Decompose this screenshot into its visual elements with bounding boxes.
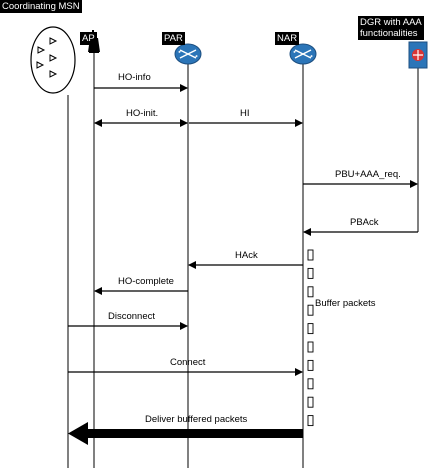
msn-header: Coordinating MSN	[0, 0, 82, 13]
dgr-header-line1: DGR with AAA	[360, 17, 422, 28]
buffer-box	[307, 249, 314, 261]
buffer-box	[307, 341, 314, 353]
buffer-box	[307, 323, 314, 335]
dgr-header-line2: functionalities	[360, 28, 418, 39]
par-header: PAR	[162, 32, 185, 45]
par-router-icon	[174, 43, 202, 65]
msg-hi-label: HI	[240, 108, 250, 119]
nar-header: NAR	[275, 32, 300, 45]
msn-cluster-icon	[30, 26, 76, 94]
msg-ho-init-label: HO-init.	[126, 108, 159, 119]
buffer-box	[307, 286, 314, 298]
msg-deliver-arrow	[68, 422, 303, 445]
msg-pbu-label: PBU+AAA_req.	[335, 169, 401, 180]
msg-ho-complete-label: HO-complete	[118, 276, 174, 287]
dgr-router-icon	[408, 41, 428, 69]
nar-router-icon	[289, 43, 317, 65]
buffer-box	[307, 359, 314, 371]
buffer-box	[307, 378, 314, 390]
dgr-header: DGR with AAA functionalities	[358, 16, 424, 40]
ap-header: AP	[80, 32, 97, 45]
msg-disconnect-label: Disconnect	[108, 311, 155, 322]
buffer-box	[307, 304, 314, 316]
buffer-boxes	[307, 249, 314, 427]
msg-hack-label: HAck	[235, 250, 258, 261]
buffer-box	[307, 415, 314, 427]
msg-connect-label: Connect	[170, 357, 206, 368]
buffer-packets-label: Buffer packets	[315, 298, 376, 309]
msg-deliver-label: Deliver buffered packets	[145, 414, 248, 425]
msg-pback-label: PBAck	[350, 217, 379, 228]
buffer-box	[307, 396, 314, 408]
buffer-box	[307, 267, 314, 279]
msg-ho-info-label: HO-info	[118, 72, 151, 83]
